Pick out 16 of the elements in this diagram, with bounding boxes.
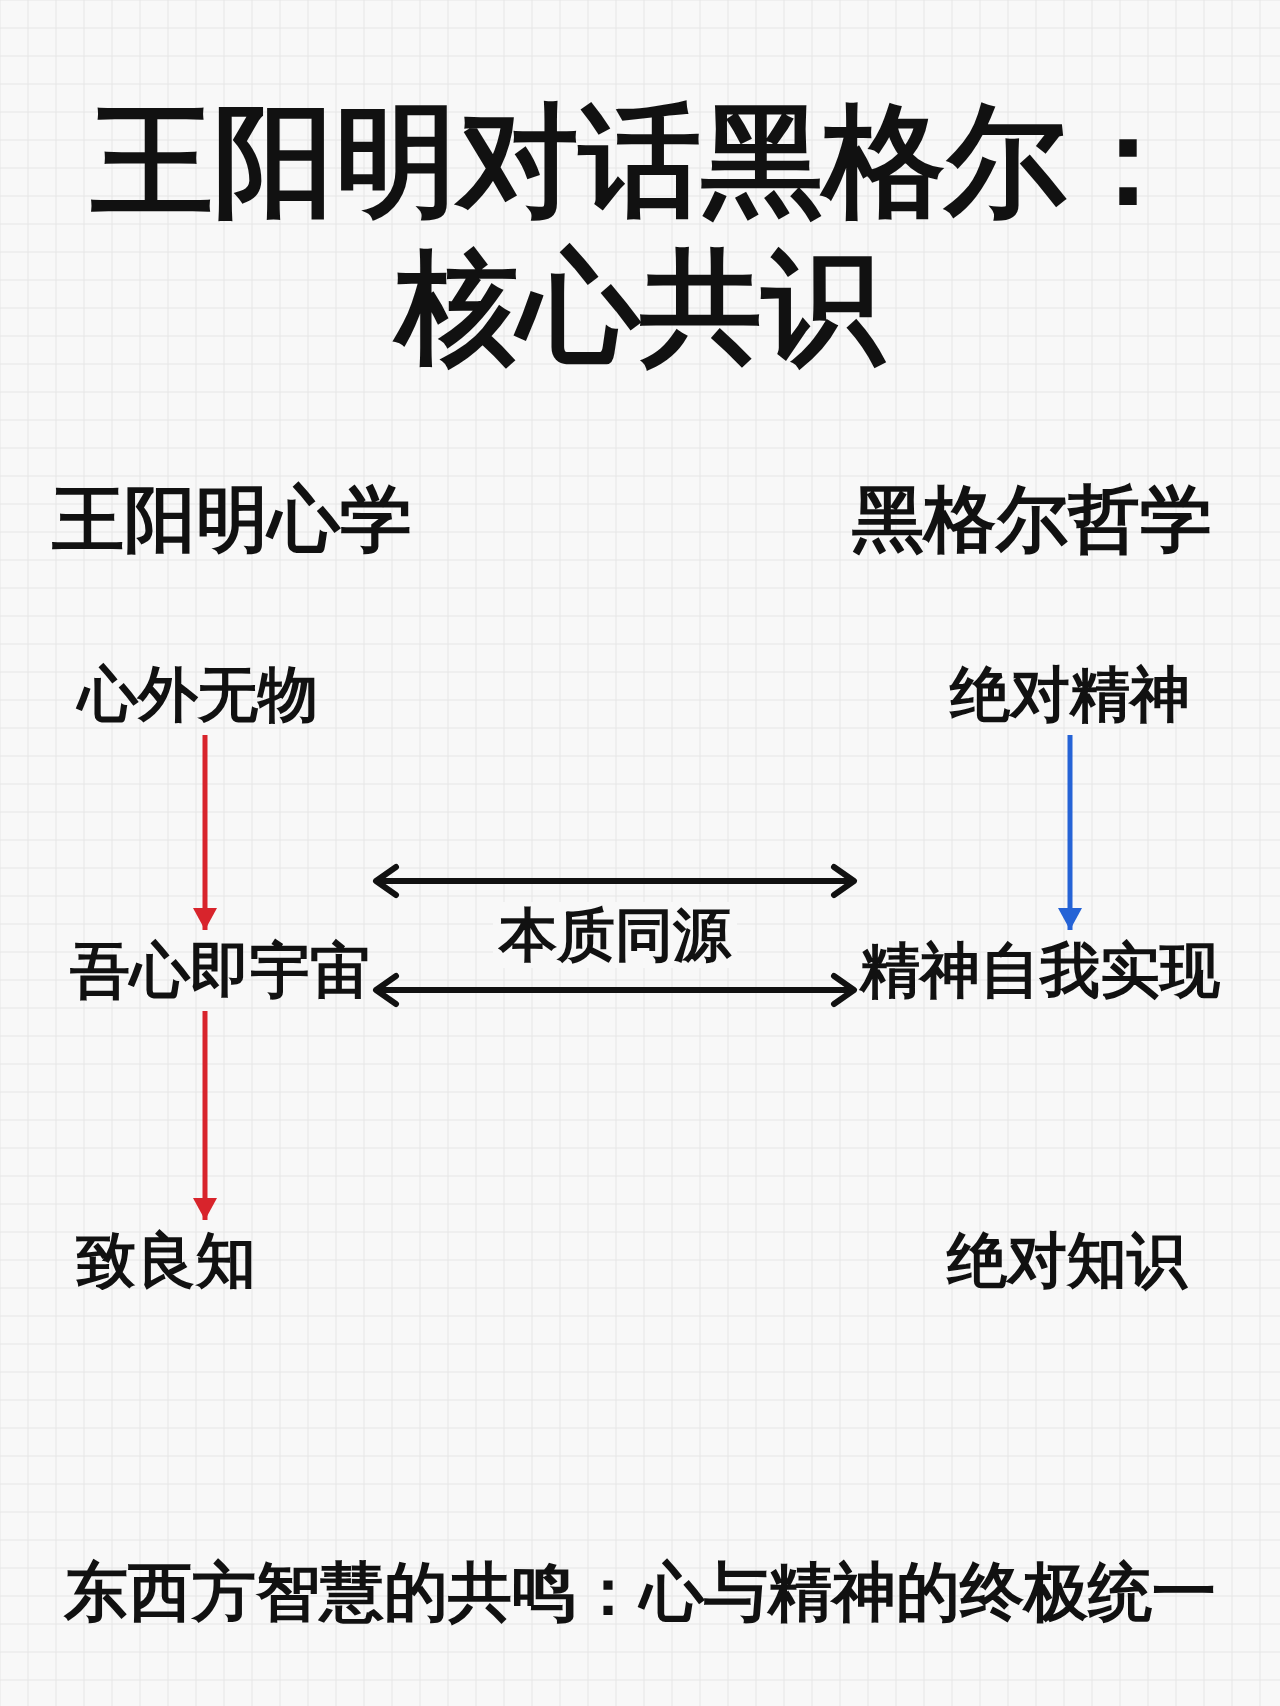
arrow [193, 1011, 217, 1220]
arrow [373, 973, 857, 1007]
arrow [193, 735, 217, 930]
concept-text: 绝对知识 [947, 1226, 1187, 1295]
concept-text: 精神自我实现 [860, 936, 1220, 1005]
title: 王阳明对话黑格尔：核心共识 [90, 89, 1190, 381]
concept-text: 致良知 [76, 1226, 256, 1295]
arrow [1058, 735, 1082, 930]
concept-text: 吾心即宇宙 [70, 936, 370, 1005]
caption: 东西方智慧的共鸣：心与精神的终极统一 [62, 1556, 1217, 1630]
concept-text: 绝对精神 [950, 660, 1190, 729]
column-heading: 黑格尔哲学 [852, 478, 1212, 561]
column-heading: 王阳明心学 [52, 478, 412, 561]
concept-text: 心外无物 [78, 660, 318, 729]
arrow [373, 864, 857, 898]
edge-label: 本质同源 [493, 901, 737, 969]
